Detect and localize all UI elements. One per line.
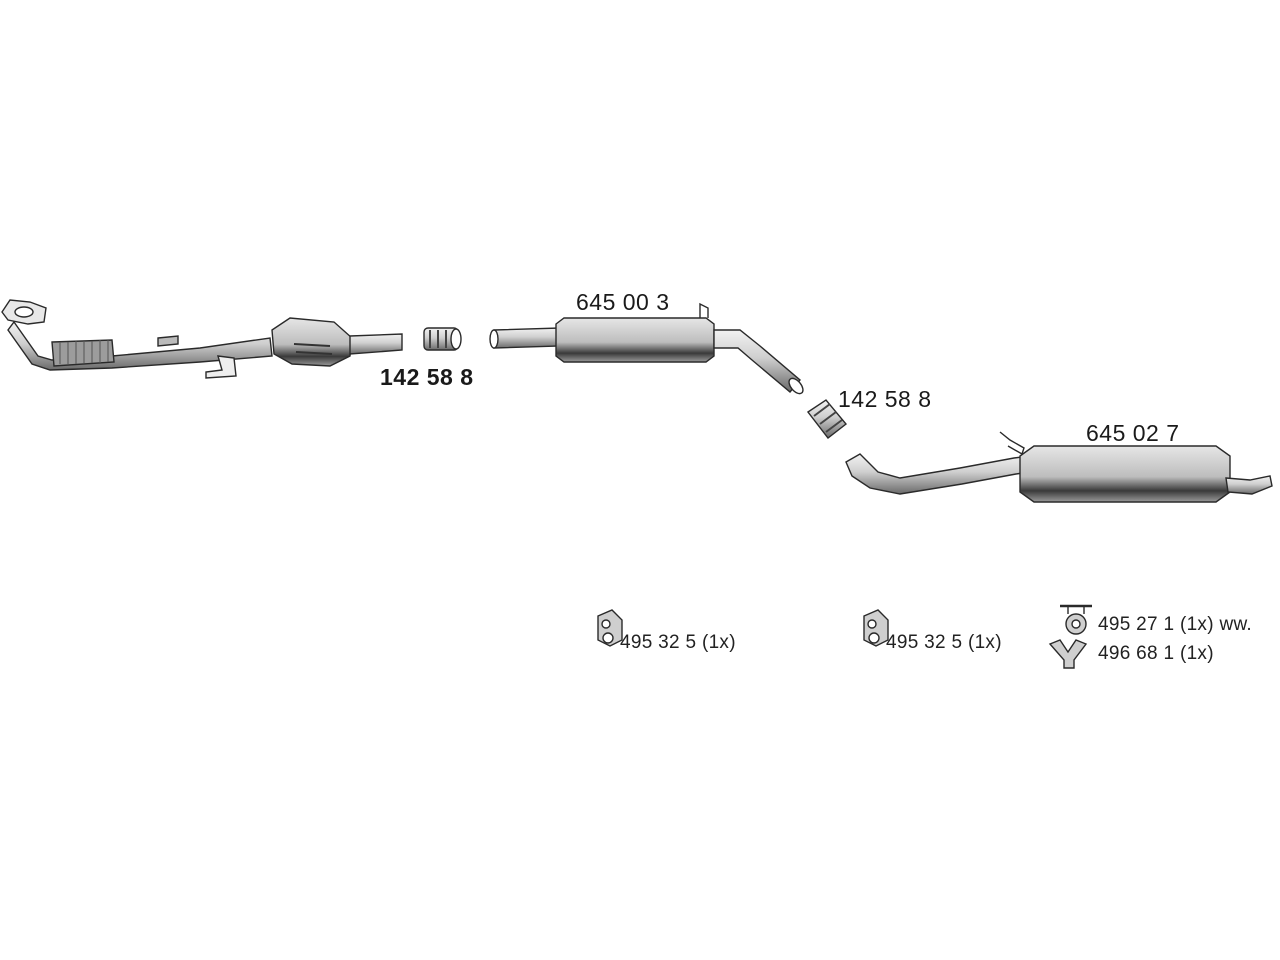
part-number-middle-silencer: 645 00 3 — [576, 289, 670, 315]
part-number-clamp-2: 142 58 8 — [838, 386, 932, 412]
y-bracket-icon — [1048, 639, 1088, 669]
part-number-clamp-1: 142 58 8 — [380, 364, 474, 390]
middle-silencer-shape — [489, 302, 804, 395]
down-pipe — [7, 320, 273, 371]
catalytic-converter — [271, 317, 353, 367]
rubber-hanger-icon — [597, 609, 623, 647]
clamp-2-shape — [806, 399, 848, 439]
clamp-1-shape — [423, 327, 462, 351]
sensor-boss — [157, 335, 179, 347]
mounting-hanger-icon — [1060, 604, 1092, 635]
hardware-label-hanger-2: 495 32 5 (1x) — [886, 632, 1002, 653]
middle-silencer-body — [555, 317, 715, 363]
rear-silencer-body — [1019, 445, 1231, 503]
rubber-hanger-icon — [863, 609, 889, 647]
pipe-bracket — [205, 355, 237, 379]
hardware-label-hanger-3: 495 27 1 (1x) ww. — [1098, 614, 1253, 635]
middle-outlet-pipe — [713, 329, 801, 393]
middle-inlet-pipe — [493, 327, 561, 349]
front-pipe-catalyst — [1, 299, 403, 379]
flex-section — [51, 339, 115, 367]
rear-inlet-pipe — [845, 453, 1031, 495]
tail-pipe — [1225, 475, 1273, 495]
cat-outlet-pipe — [349, 333, 403, 355]
hardware-label-hanger-1: 495 32 5 (1x) — [620, 632, 736, 653]
rear-silencer-shape — [845, 431, 1273, 503]
hardware-label-bracket-1: 496 68 1 (1x) — [1098, 643, 1214, 664]
part-number-rear-silencer: 645 02 7 — [1086, 420, 1180, 446]
